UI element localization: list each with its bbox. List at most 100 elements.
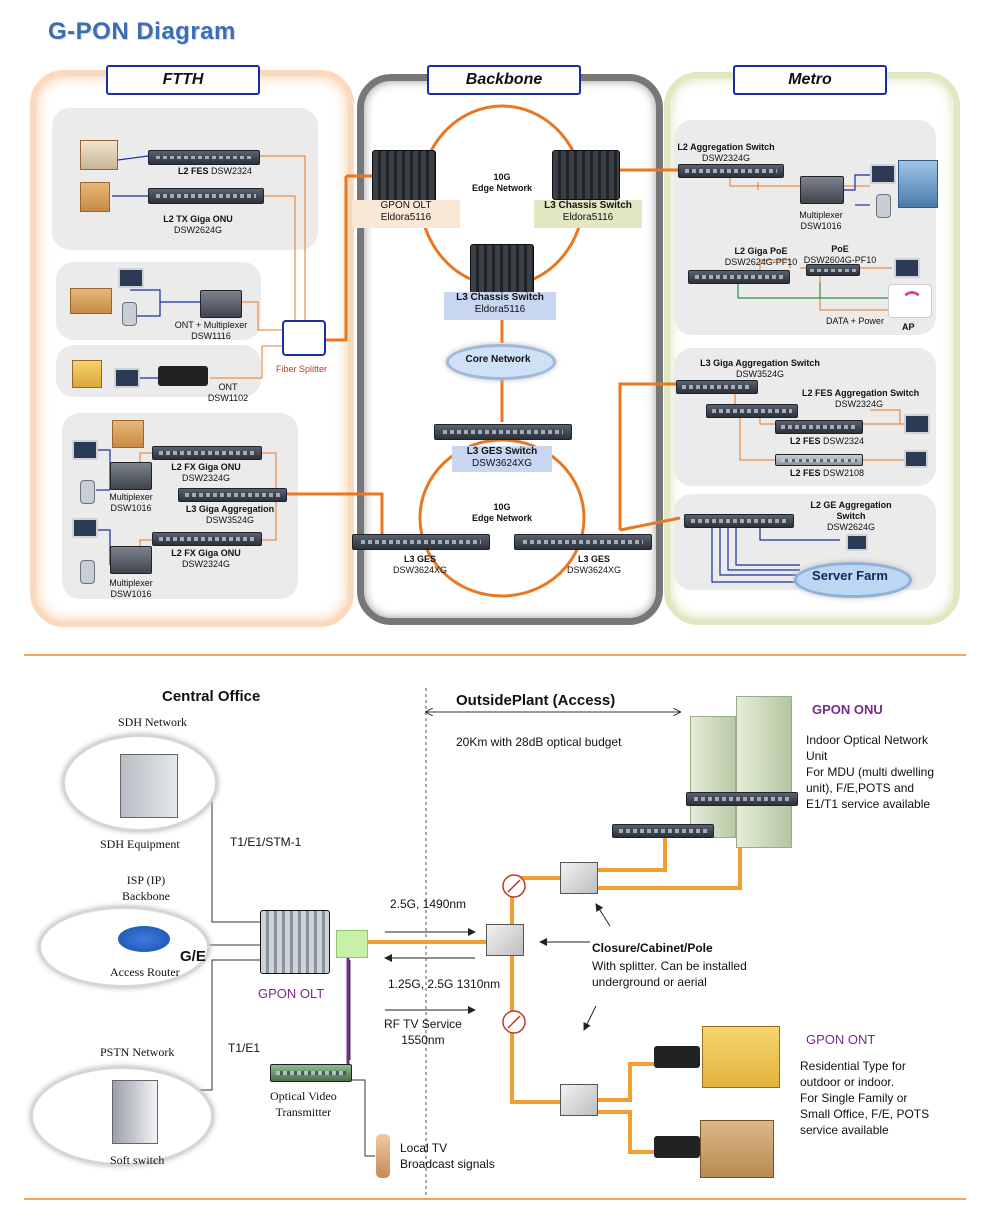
soft-switch-label: Soft switch xyxy=(110,1153,165,1167)
house-1-icon xyxy=(702,1026,780,1088)
outside-plant-title: OutsidePlant (Access) xyxy=(456,692,616,709)
fiber-splitter-label: Fiber Splitter xyxy=(276,364,328,374)
l2-aggregation-switch xyxy=(678,164,784,178)
l2-fes-2-label: L2 FES DSW2108 xyxy=(790,468,865,478)
access-router-label: Access Router xyxy=(110,965,180,979)
pstn-network-label: PSTN Network xyxy=(100,1045,175,1059)
computer-monitor-icon xyxy=(870,164,896,184)
closure-title: Closure/Cabinet/Pole xyxy=(592,941,713,955)
office-tower-icon xyxy=(898,160,938,208)
gpon-ont-desc: Residential Type for outdoor or indoor. … xyxy=(800,1059,930,1137)
central-closure-icon xyxy=(486,924,524,956)
fiber-splitter-icon xyxy=(282,320,326,356)
l2-fx-giga-onu-1 xyxy=(152,446,262,460)
building-icon xyxy=(112,420,144,448)
separator-bottom xyxy=(24,1198,966,1200)
multiplexer-1-device xyxy=(110,462,152,490)
l2-fes-switch xyxy=(148,150,260,165)
isp-backbone-label: ISP (IP) Backbone xyxy=(122,873,170,903)
l3-chassis-right xyxy=(552,150,620,200)
backbone-tag: Backbone xyxy=(427,65,581,95)
l2-ge-aggregation-switch xyxy=(684,514,794,528)
separator-top xyxy=(24,654,966,656)
sdh-network-label: SDH Network xyxy=(118,715,187,729)
telephone-icon xyxy=(80,480,95,504)
poe-switch xyxy=(806,264,860,276)
upper-closure-icon xyxy=(560,862,598,894)
telephone-icon xyxy=(122,302,137,326)
metro-tag: Metro xyxy=(733,65,887,95)
office-building-icon xyxy=(80,140,118,170)
ring-bottom-label: 10G Edge Network xyxy=(471,502,532,523)
mdu-building-left xyxy=(690,716,736,838)
soft-switch-icon xyxy=(112,1080,158,1144)
l3-ges-right xyxy=(514,534,652,550)
ftth-panel-4 xyxy=(62,413,298,599)
sdh-equipment-label: SDH Equipment xyxy=(100,837,180,851)
l3-ges-switch xyxy=(434,424,572,440)
gpon-onu-title: GPON ONU xyxy=(812,702,883,717)
rf-tv-label: RF TV Service 1550nm xyxy=(384,1017,462,1047)
l3-giga-aggregation-ftth xyxy=(178,488,287,502)
l2-fes-label: L2 FES DSW2324 xyxy=(178,166,253,176)
core-network-label: Core Network xyxy=(465,354,531,365)
l2-tx-giga-onu xyxy=(148,188,264,204)
ap-label: AP xyxy=(902,322,915,332)
t1e1stm-label: T1/E1/STM-1 xyxy=(230,835,302,849)
central-office-title: Central Office xyxy=(162,688,261,705)
optical-video-label: Optical Video Transmitter xyxy=(270,1089,337,1119)
l2-fes-1-label: L2 FES DSW2324 xyxy=(790,436,865,446)
l3-ges-left xyxy=(352,534,490,550)
mdu-building-right xyxy=(736,696,792,848)
gpon-olt-chassis xyxy=(372,150,436,202)
house-2-icon xyxy=(700,1120,774,1178)
gpon-ont-device-1 xyxy=(654,1046,700,1068)
page-title: G-PON Diagram xyxy=(48,18,236,45)
ont-multiplexer-device xyxy=(200,290,242,318)
l2-fx-giga-onu-2 xyxy=(152,532,262,546)
access-router-icon xyxy=(118,926,170,952)
l2-fes-switch-1 xyxy=(775,420,863,434)
l3-chassis-center xyxy=(470,244,534,294)
home-icon xyxy=(72,360,102,388)
house-building-icon xyxy=(70,288,112,314)
olt-combiner-icon xyxy=(336,930,368,958)
ftth-tag: FTTH xyxy=(106,65,260,95)
laptop-icon xyxy=(846,534,868,551)
isp-backbone-cloud xyxy=(38,906,210,988)
closure-desc: With splitter. Can be installed undergro… xyxy=(592,959,747,989)
gpon-onu-mdu-device xyxy=(686,792,798,806)
telephone-icon xyxy=(876,194,891,218)
l2-fes-switch-2 xyxy=(775,454,863,466)
computer-monitor-icon xyxy=(904,414,930,434)
apartment-building-icon xyxy=(80,182,110,212)
l2-giga-poe-switch xyxy=(688,270,790,284)
upstream-label: 1.25G, 2.5G 1310nm xyxy=(388,977,501,991)
t1e1-label: T1/E1 xyxy=(228,1041,261,1055)
l3-giga-aggregation-switch xyxy=(676,380,758,394)
budget-label: 20Km with 28dB optical budget xyxy=(456,735,622,749)
computer-monitor-icon xyxy=(118,268,144,288)
core-network-cloud xyxy=(446,344,556,380)
downstream-label: 2.5G, 1490nm xyxy=(390,897,467,911)
gpon-ont-title: GPON ONT xyxy=(806,1032,876,1047)
gpon-ont-device-2 xyxy=(654,1136,700,1158)
gpon-onu-device xyxy=(612,824,714,838)
local-tv-label: Local TV Broadcast signals xyxy=(400,1141,495,1171)
gpon-olt-access-label: GPON OLT xyxy=(258,986,325,1001)
